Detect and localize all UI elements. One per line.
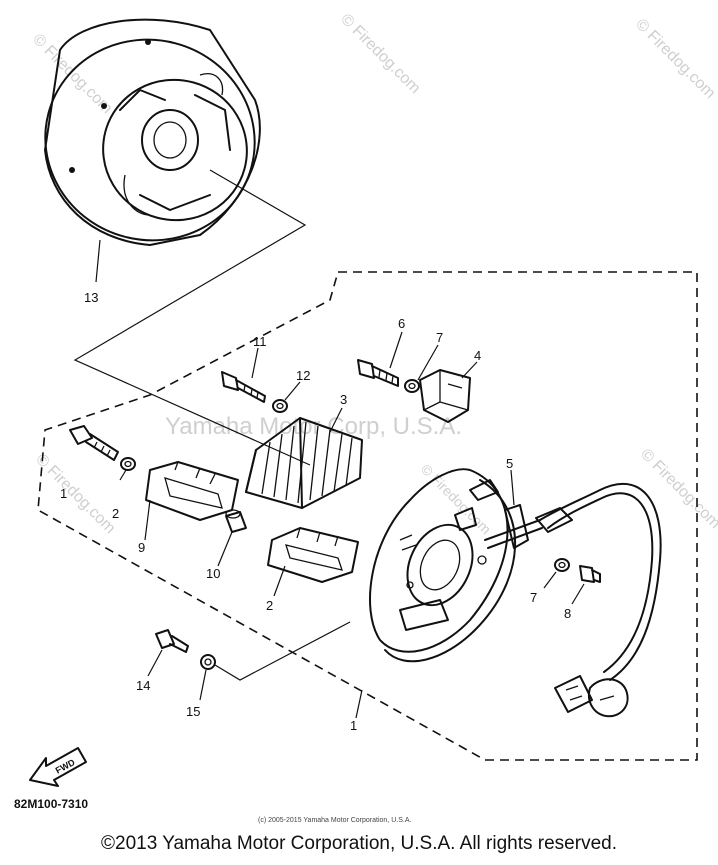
callout-2: 2 <box>266 598 273 613</box>
leader-5 <box>510 469 515 506</box>
leader-9-coil <box>144 499 151 541</box>
collar-10 <box>225 509 247 533</box>
leader-4 <box>461 361 478 379</box>
leader-2-lower <box>273 565 286 597</box>
small-copyright: (c) 2005-2015 Yamaha Motor Corporation, … <box>258 817 412 824</box>
watermark-site-4: © Firedog.com <box>32 451 118 537</box>
callout-2-left: 2 <box>112 506 119 521</box>
callout-7-top: 7 <box>436 330 443 345</box>
charge-coil-left <box>145 461 239 521</box>
callout-7-lower: 7 <box>530 590 537 605</box>
watermark-site-3: © Firedog.com <box>632 16 718 102</box>
callout-labels: 13 11 12 6 7 4 3 5 1 2 9 10 2 7 8 14 15 … <box>60 290 571 733</box>
rotor-leader-lines <box>73 169 311 466</box>
callout-5: 5 <box>506 456 513 471</box>
coil-2-lower <box>267 527 359 583</box>
coil-3 <box>245 417 363 509</box>
callout-6: 6 <box>398 316 405 331</box>
leader-8 <box>571 583 585 605</box>
fwd-arrow-icon: FWD <box>29 747 87 787</box>
leader-15 <box>199 669 207 701</box>
washer-12 <box>272 399 288 413</box>
callout-8: 8 <box>564 606 571 621</box>
bolt-9 <box>69 425 119 461</box>
leader-7-top <box>417 344 439 381</box>
callout-14: 14 <box>136 678 150 693</box>
assembly-boundary <box>37 271 698 761</box>
stator-plate <box>369 468 517 663</box>
callout-11: 11 <box>253 334 267 349</box>
leader-1 <box>355 689 363 719</box>
callout-15: 15 <box>186 704 200 719</box>
washer-7-lower <box>554 558 570 572</box>
leader-11 <box>251 347 259 379</box>
screw-6 <box>357 359 399 387</box>
callout-12: 12 <box>296 368 310 383</box>
screw-8 <box>579 565 601 583</box>
callout-1-left: 1 <box>60 486 67 501</box>
callout-10: 10 <box>206 566 220 581</box>
leader-10 <box>217 531 233 567</box>
leader-3 <box>329 407 343 433</box>
leader-2-left <box>119 469 127 481</box>
footer-copyright: ©2013 Yamaha Motor Corporation, U.S.A. A… <box>101 833 617 854</box>
callout-3: 3 <box>340 392 347 407</box>
washer-15 <box>200 654 216 670</box>
watermark-center: Yamaha Motor Corp, U.S.A. <box>165 413 462 440</box>
watermark-site-2: © Firedog.com <box>337 11 423 97</box>
bolt-11 <box>221 371 266 403</box>
grommet-5 <box>484 504 543 549</box>
leader-7-lower <box>543 571 557 589</box>
rotor-flywheel <box>44 18 261 246</box>
screw-14 <box>155 629 189 653</box>
callout-1: 1 <box>350 718 357 733</box>
leader-6 <box>389 331 403 369</box>
leader-13 <box>95 239 101 283</box>
leader-14-15-to-plate <box>214 621 351 681</box>
washer-7-top <box>404 379 420 393</box>
callout-9: 9 <box>138 540 145 555</box>
pickup-coil-4 <box>419 369 471 423</box>
part-code: 82M100-7310 <box>14 797 89 811</box>
wire-harness <box>535 483 662 718</box>
leader-12 <box>284 381 301 401</box>
washer-2-left <box>120 457 136 471</box>
leader-14 <box>147 649 163 677</box>
callout-13: 13 <box>84 290 98 305</box>
callout-4: 4 <box>474 348 481 363</box>
